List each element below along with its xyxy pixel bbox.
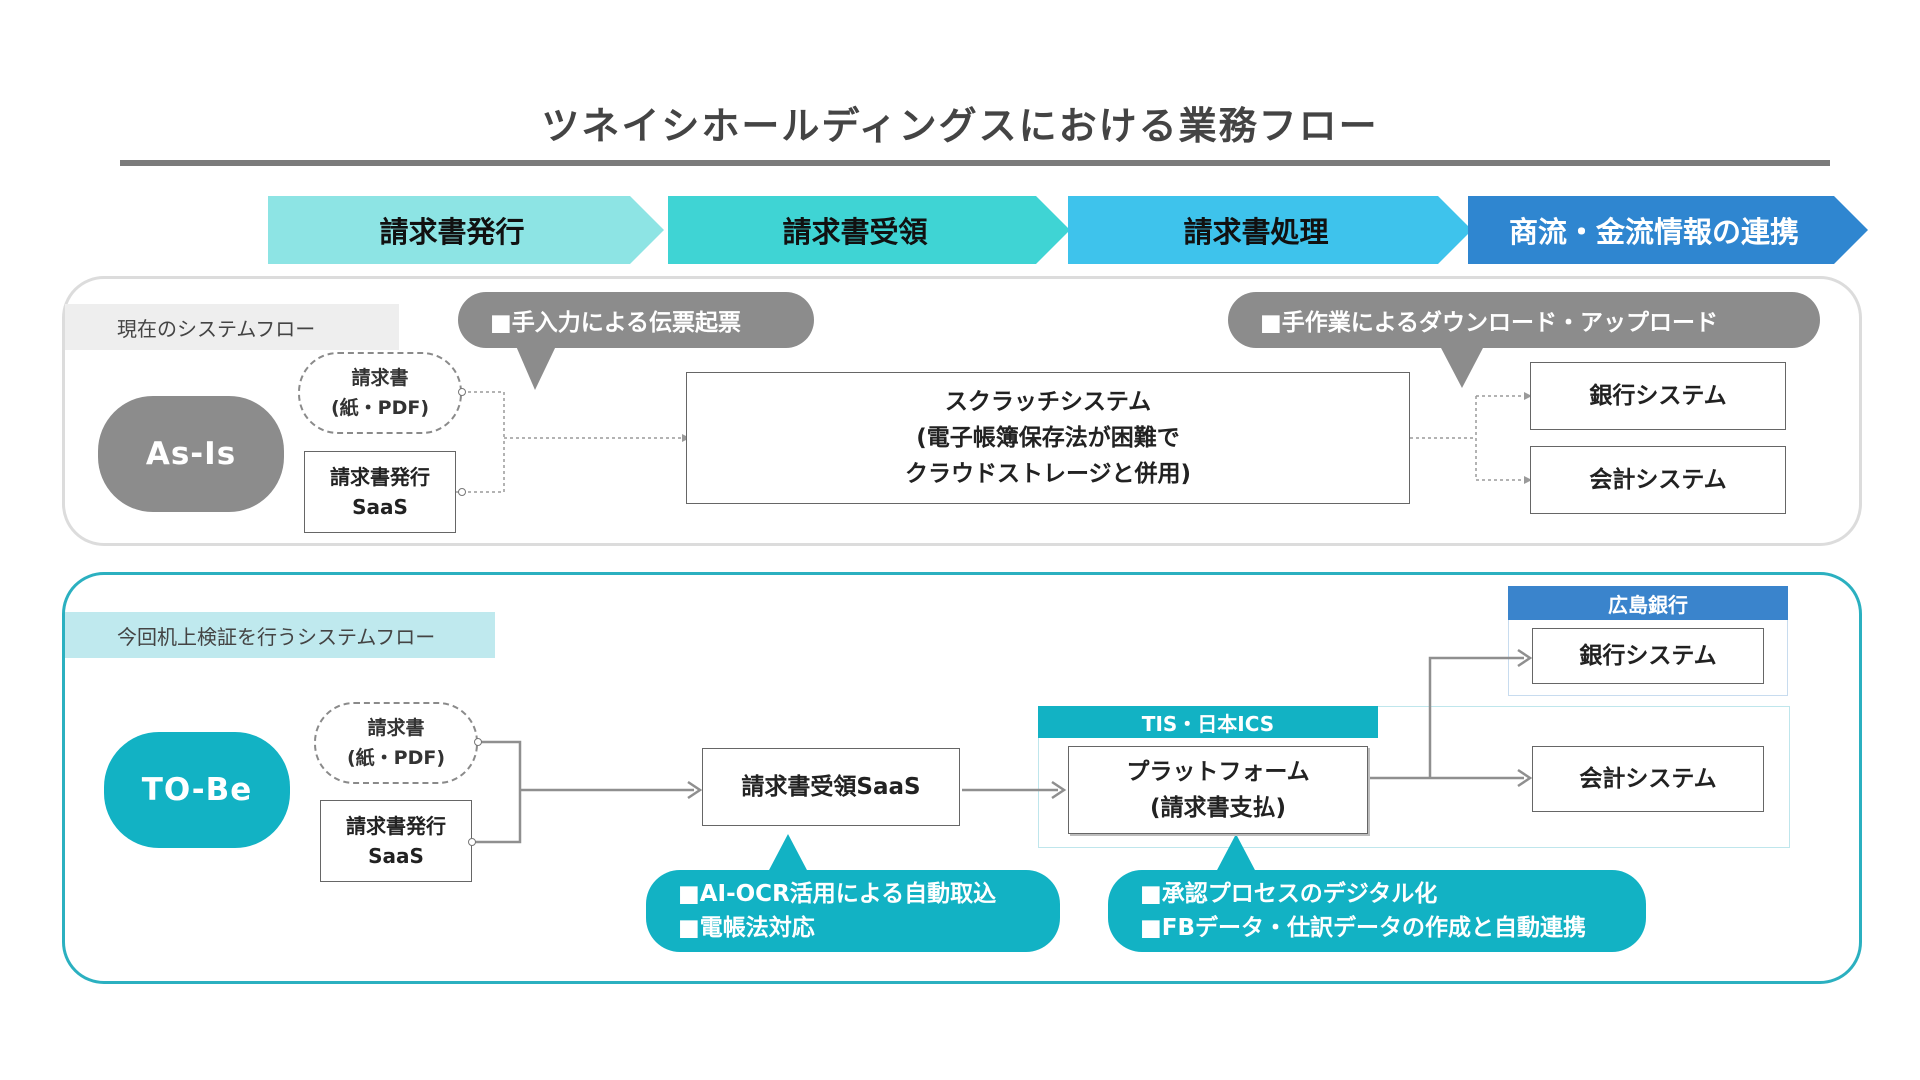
asis-pill: As-Is [98, 396, 284, 512]
asis-callout-manual-transfer: ■手作業によるダウンロード・アップロード [1228, 292, 1820, 348]
tobe-arrowhead-accounting [1517, 768, 1533, 788]
tobe-section-label: 今回机上検証を行うシステムフロー [65, 612, 495, 658]
asis-port-saas [458, 488, 466, 496]
asis-section-label: 現在のシステムフロー [65, 304, 399, 350]
tobe-callout-digital: ■承認プロセスのデジタル化 ■FBデータ・仕訳データの作成と自動連携 [1108, 870, 1646, 952]
tobe-callout-ocr-line1: ■AI-OCR活用による自動取込 [678, 881, 997, 907]
asis-scratch-system: スクラッチシステム (電子帳簿保存法が困難で クラウドストレージと併用) [686, 372, 1410, 504]
asis-invoice-issue-saas: 請求書発行 SaaS [304, 451, 456, 533]
stage-chevron-4 [1468, 196, 1868, 264]
tobe-arrowhead-platform [1051, 780, 1067, 800]
tobe-callout-digital-line2: ■FBデータ・仕訳データの作成と自動連携 [1140, 915, 1586, 941]
asis-paper-invoice-line2: (紙・PDF) [330, 397, 430, 419]
asis-arrowhead-bank [1524, 392, 1532, 400]
tobe-connector-oval [478, 740, 522, 790]
stage-chevron-2 [668, 196, 1070, 264]
tobe-paper-invoice-line1: 請求書 [367, 717, 425, 739]
asis-connector-oval [462, 391, 505, 438]
stage-invoice-receipt: 請求書受領 [782, 215, 928, 249]
stage-invoice-issue: 請求書発行 [379, 215, 525, 249]
tobe-pill: TO-Be [104, 732, 290, 848]
page-title: ツネイシホールディングスにおける業務フロー [541, 104, 1379, 148]
tobe-invoice-issue-saas-line2: SaaS [368, 844, 424, 868]
tobe-port-saas [468, 838, 476, 846]
asis-scratch-system-line1: スクラッチシステム [944, 389, 1152, 415]
asis-port-oval [458, 388, 466, 396]
asis-callout-left-pointer [516, 346, 556, 390]
tobe-platform-line2: (請求書支払) [1149, 795, 1287, 821]
tobe-callout-digital-line1: ■承認プロセスのデジタル化 [1140, 881, 1438, 907]
asis-callout-manual-entry: ■手入力による伝票起票 [458, 292, 814, 348]
tobe-accounting-system: 会計システム [1532, 746, 1764, 812]
tobe-bank-system: 銀行システム [1532, 628, 1764, 684]
title-divider [120, 160, 1830, 166]
asis-paper-invoice-line1: 請求書 [351, 367, 409, 389]
tobe-callout-left-pointer [768, 834, 808, 872]
asis-bank-system: 銀行システム [1530, 362, 1786, 430]
tis-header: TIS・日本ICS [1038, 706, 1378, 738]
stage-info-linkage: 商流・金流情報の連携 [1508, 215, 1799, 249]
tobe-arrowhead-bank [1517, 648, 1533, 668]
asis-scratch-system-line2: (電子帳簿保存法が困難で [916, 425, 1180, 451]
asis-paper-invoice: 請求書 (紙・PDF) [298, 352, 462, 434]
tobe-port-oval [474, 738, 482, 746]
asis-invoice-issue-saas-line2: SaaS [352, 495, 408, 519]
asis-callout-right-pointer [1440, 346, 1484, 388]
stage-invoice-processing: 請求書処理 [1183, 215, 1329, 249]
tobe-platform: プラットフォーム (請求書支払) [1068, 746, 1368, 834]
tobe-callout-right-pointer [1216, 834, 1256, 872]
tobe-arrowhead-receipt [687, 780, 703, 800]
tobe-paper-invoice: 請求書 (紙・PDF) [314, 702, 478, 784]
stage-chevron-1 [268, 196, 664, 264]
tobe-platform-line1: プラットフォーム [1126, 759, 1310, 785]
bank-header: 広島銀行 [1508, 586, 1788, 620]
asis-connector-saas [456, 438, 505, 493]
tobe-invoice-issue-saas-line1: 請求書発行 [346, 814, 446, 838]
tobe-connector-saas [472, 790, 522, 844]
asis-invoice-issue-saas-line1: 請求書発行 [330, 465, 430, 489]
tobe-callout-ocr-line2: ■電帳法対応 [678, 915, 815, 941]
stage-chevron-3 [1068, 196, 1472, 264]
tobe-connector-to-bank [1428, 656, 1524, 778]
tobe-paper-invoice-line2: (紙・PDF) [346, 747, 446, 769]
asis-connector-to-accounting [1475, 396, 1528, 481]
asis-arrowhead-accounting [1524, 476, 1532, 484]
tobe-receipt-saas: 請求書受領SaaS [702, 748, 960, 826]
asis-scratch-system-line3: クラウドストレージと併用) [904, 461, 1192, 487]
asis-accounting-system: 会計システム [1530, 446, 1786, 514]
tobe-callout-ocr: ■AI-OCR活用による自動取込 ■電帳法対応 [646, 870, 1060, 952]
tis-region-frame [1038, 706, 1790, 848]
